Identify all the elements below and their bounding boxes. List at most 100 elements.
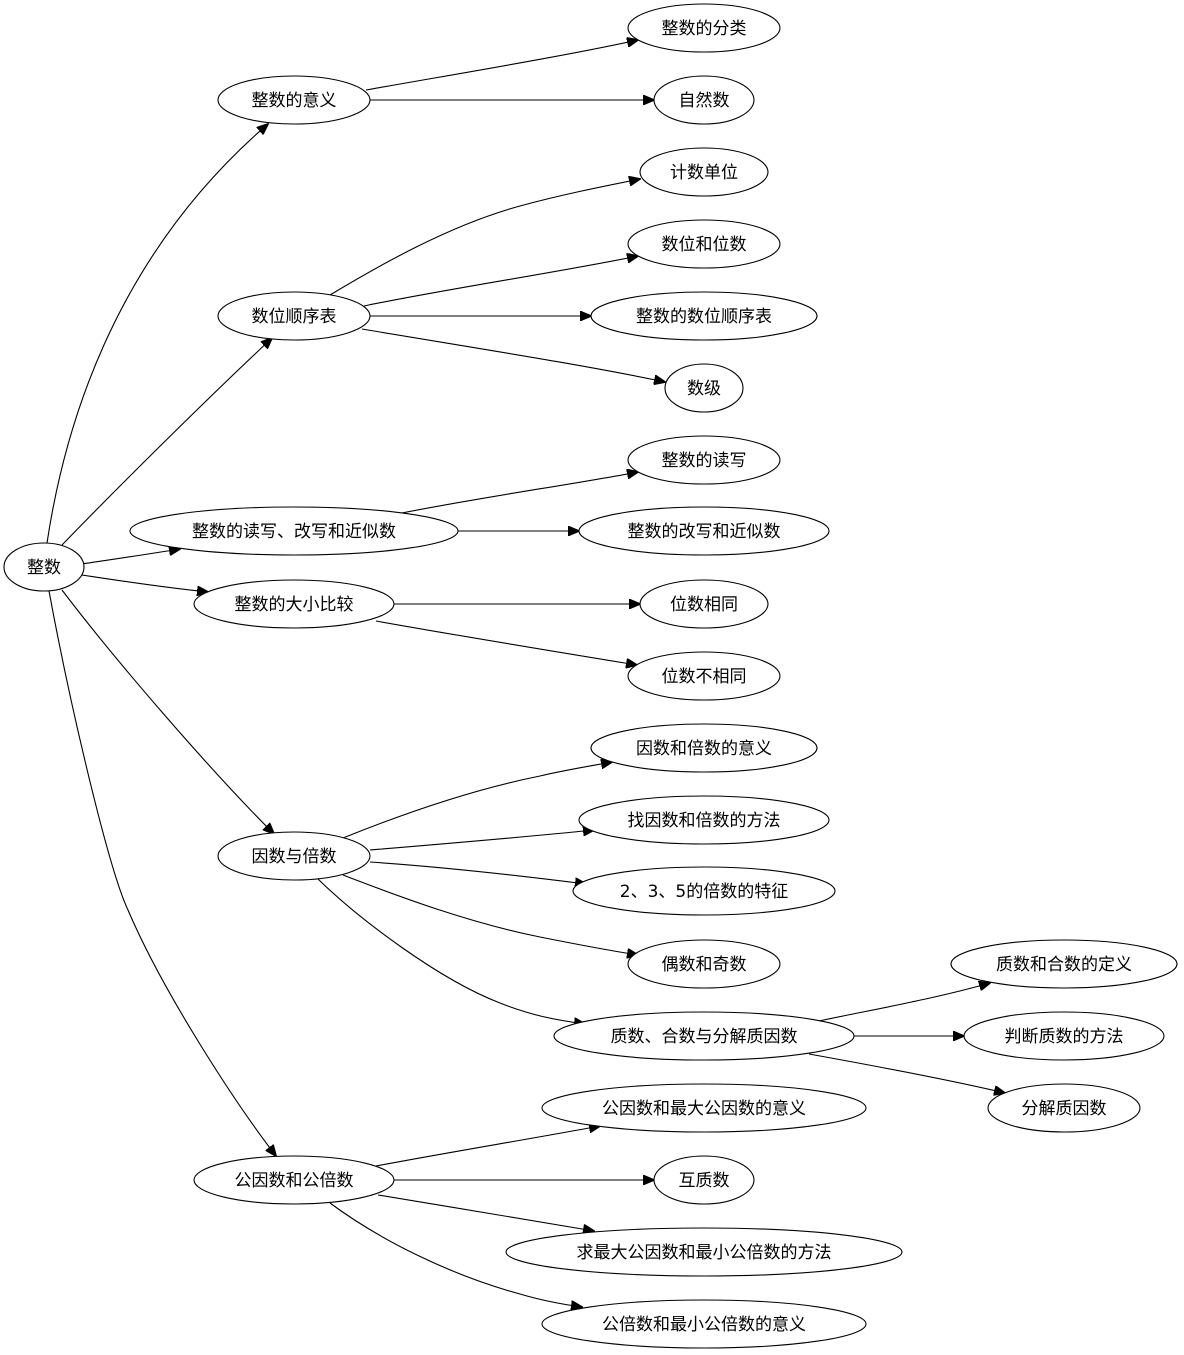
node-ellipse	[950, 939, 1178, 989]
node-ellipse	[193, 1155, 395, 1205]
node-c3: 分解质因数	[987, 1083, 1141, 1133]
node-label: 互质数	[679, 1171, 730, 1191]
edge-b15-c3	[808, 1053, 1005, 1093]
node-ellipse	[627, 939, 781, 989]
edge-a2-b4	[363, 256, 638, 307]
node-n0: 整数	[3, 542, 85, 592]
edge-a5-b14	[342, 874, 638, 955]
node-b16: 公因数和最大公因数的意义	[541, 1083, 867, 1133]
node-ellipse	[963, 1011, 1165, 1061]
edge-a1-b1	[365, 40, 638, 91]
node-c2: 判断质数的方法	[963, 1011, 1165, 1061]
node-ellipse	[3, 542, 85, 592]
node-label: 整数的大小比较	[235, 595, 354, 615]
node-ellipse	[627, 219, 781, 269]
node-ellipse	[987, 1083, 1141, 1133]
edge-a3-b7	[396, 472, 638, 515]
node-ellipse	[627, 651, 781, 701]
node-b2: 自然数	[653, 75, 755, 125]
node-label: 位数不相同	[662, 667, 747, 687]
node-label: 整数的意义	[252, 91, 337, 111]
node-label: 偶数和奇数	[662, 955, 747, 975]
node-ellipse	[193, 579, 395, 629]
node-label: 质数、合数与分解质因数	[611, 1027, 798, 1047]
node-label: 求最大公因数和最小公倍数的方法	[577, 1243, 832, 1263]
node-ellipse	[590, 291, 818, 341]
node-label: 数位和位数	[662, 235, 747, 255]
node-label: 判断质数的方法	[1005, 1027, 1124, 1047]
edge-a2-b3	[329, 179, 640, 296]
node-c1: 质数和合数的定义	[950, 939, 1178, 989]
node-b7: 整数的读写	[627, 435, 781, 485]
node-b12: 找因数和倍数的方法	[578, 795, 830, 845]
node-ellipse	[639, 147, 769, 197]
edge-a6-b19	[329, 1202, 582, 1307]
node-ellipse	[627, 3, 781, 53]
edge-a4-b10	[375, 620, 637, 665]
node-label: 自然数	[679, 91, 730, 111]
node-ellipse	[590, 723, 818, 773]
edge-n0-a2	[61, 338, 272, 546]
node-label: 整数的改写和近似数	[628, 522, 781, 542]
node-ellipse	[572, 866, 836, 916]
edge-n0-a4	[81, 574, 208, 592]
node-label: 整数的读写、改写和近似数	[192, 522, 396, 542]
node-ellipse	[639, 579, 769, 629]
node-b1: 整数的分类	[627, 3, 781, 53]
node-label: 数级	[687, 379, 721, 399]
edge-a5-b15	[317, 878, 585, 1024]
edge-n0-a5	[61, 589, 274, 834]
node-ellipse	[541, 1299, 867, 1349]
node-b17: 互质数	[653, 1155, 755, 1205]
node-label: 公因数和最大公因数的意义	[602, 1099, 806, 1119]
node-label: 因数和倍数的意义	[636, 739, 772, 759]
node-label: 公因数和公倍数	[235, 1171, 354, 1191]
node-label: 整数的数位顺序表	[636, 307, 772, 327]
node-label: 计数单位	[670, 163, 738, 183]
node-ellipse	[578, 795, 830, 845]
node-b5: 整数的数位顺序表	[590, 291, 818, 341]
node-label: 数位顺序表	[252, 307, 337, 327]
node-ellipse	[217, 75, 371, 125]
node-ellipse	[129, 506, 459, 556]
edge-a5-b12	[369, 830, 594, 851]
node-label: 质数和合数的定义	[996, 955, 1132, 975]
node-ellipse	[553, 1011, 855, 1061]
node-a6: 公因数和公倍数	[193, 1155, 395, 1205]
node-label: 找因数和倍数的方法	[628, 811, 781, 831]
edge-a6-b18	[377, 1194, 594, 1231]
edge-n0-a6	[48, 590, 276, 1156]
node-a3: 整数的读写、改写和近似数	[129, 506, 459, 556]
node-ellipse	[653, 1155, 755, 1205]
node-label: 整数的分类	[662, 19, 747, 39]
nodes-layer: 整数 整数的意义数位顺序表整数的读写、改写和近似数整数的大小比较因数与倍数公因数和…	[3, 3, 1178, 1349]
edge-n0-a3	[81, 549, 180, 565]
node-label: 整数的读写	[662, 451, 747, 471]
node-a5: 因数与倍数	[217, 831, 371, 881]
node-b8: 整数的改写和近似数	[578, 506, 830, 556]
node-b11: 因数和倍数的意义	[590, 723, 818, 773]
node-a1: 整数的意义	[217, 75, 371, 125]
node-a2: 数位顺序表	[217, 291, 371, 341]
edges-layer	[46, 40, 1005, 1307]
node-label: 因数与倍数	[252, 847, 337, 867]
node-label: 公倍数和最小公倍数的意义	[602, 1315, 806, 1335]
node-b19: 公倍数和最小公倍数的意义	[541, 1299, 867, 1349]
node-b3: 计数单位	[639, 147, 769, 197]
node-ellipse	[541, 1083, 867, 1133]
node-ellipse	[578, 506, 830, 556]
node-b18: 求最大公因数和最小公倍数的方法	[505, 1227, 903, 1277]
edge-a2-b6	[361, 328, 665, 382]
edge-n0-a1	[46, 124, 268, 544]
node-label: 2、3、5的倍数的特征	[620, 882, 788, 902]
node-b10: 位数不相同	[627, 651, 781, 701]
node-ellipse	[217, 831, 371, 881]
edge-a5-b11	[342, 762, 612, 839]
node-ellipse	[653, 75, 755, 125]
node-label: 整数	[27, 558, 61, 578]
node-b9: 位数相同	[639, 579, 769, 629]
node-b14: 偶数和奇数	[627, 939, 781, 989]
node-b4: 数位和位数	[627, 219, 781, 269]
node-label: 分解质因数	[1022, 1099, 1107, 1119]
node-b6: 数级	[664, 363, 744, 413]
